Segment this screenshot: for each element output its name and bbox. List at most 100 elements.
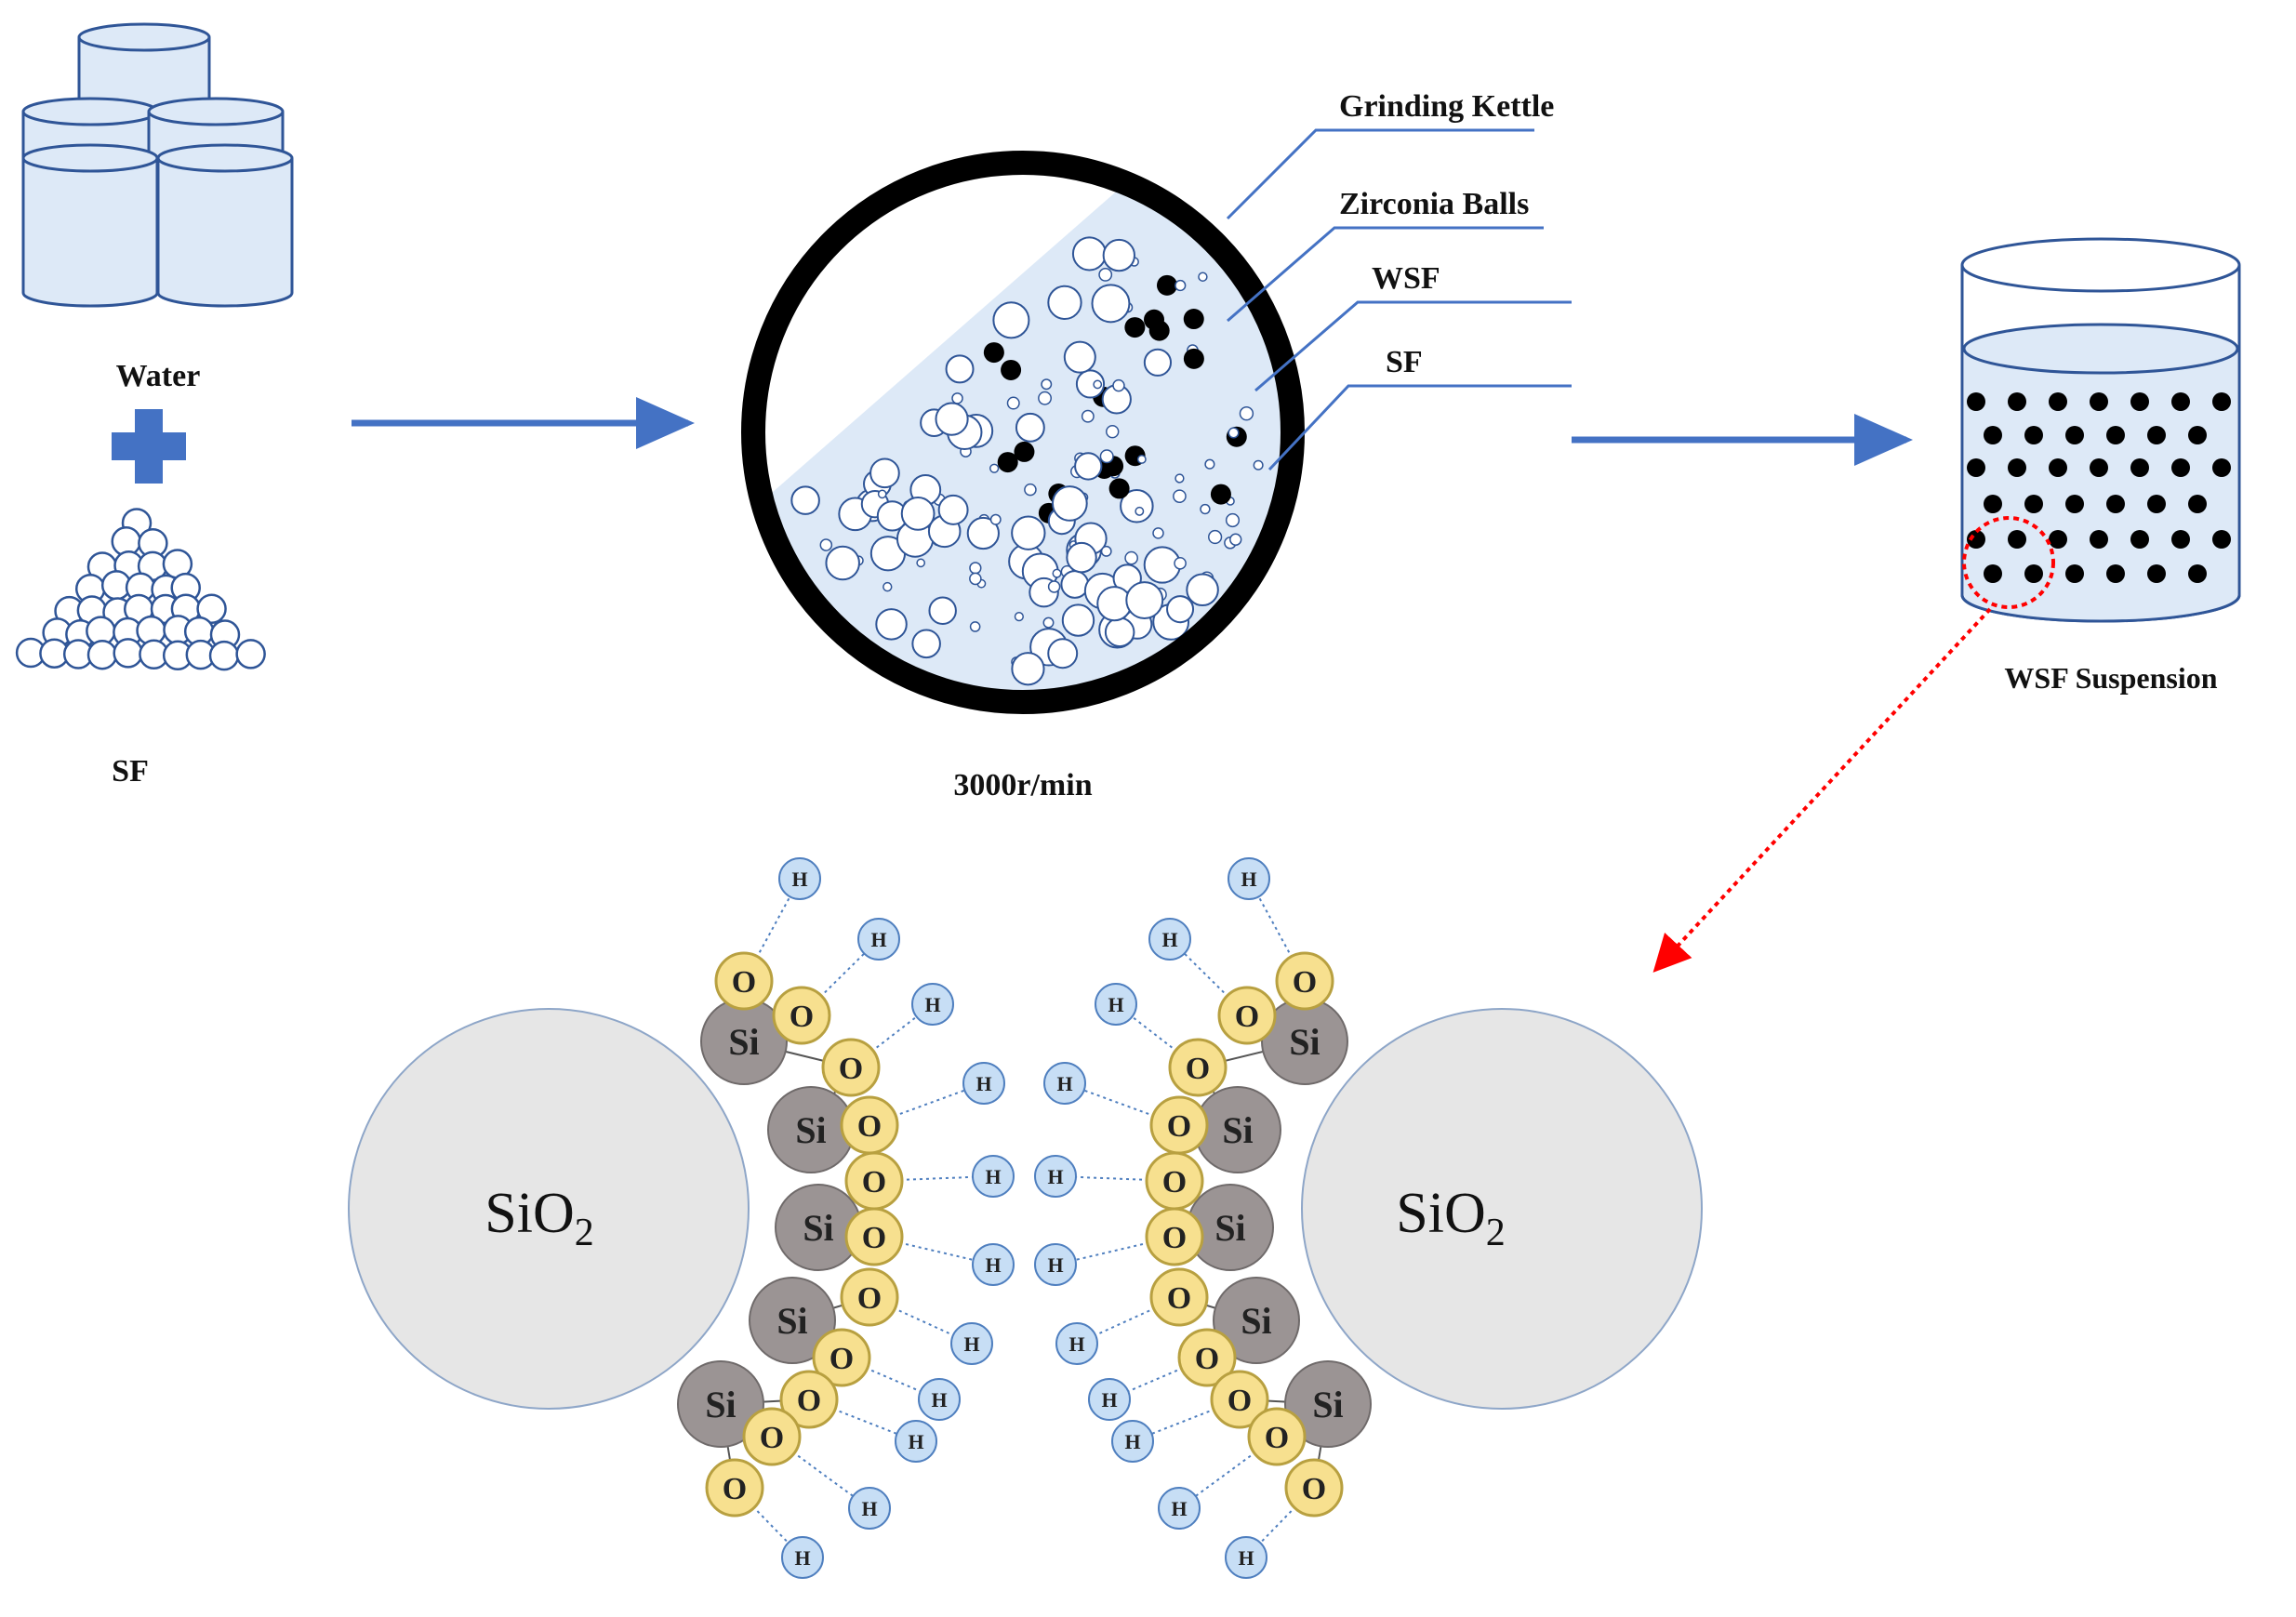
wsf-particle [951,392,963,404]
sio2-label-right: SiO2 [1396,1182,1505,1254]
wsf-particle [1106,424,1120,439]
wsf-dot [2171,458,2190,477]
wsf-suspension-label: WSF Suspension [2004,661,2217,695]
zirconia-ball [1124,317,1146,338]
wsf-dot [2090,530,2108,549]
sf-particle [1166,595,1195,624]
wsf-particle [1052,568,1062,578]
o-atom [1247,1407,1307,1466]
h-atom [895,1420,937,1463]
o-atom [1145,1207,1204,1266]
wsf-dot [2147,426,2166,444]
si-atom-label: Si [1312,1384,1343,1425]
grinding-kettle-label: Grinding Kettle [1339,89,1554,124]
o-atom-label: O [1235,1000,1259,1034]
sf-particle [966,516,1000,550]
hydrogen-bond [801,938,880,1016]
o-atom [714,951,774,1011]
sf-particle [1104,616,1135,648]
hydrogen-bond [841,1357,940,1400]
zirconia-ball [997,452,1018,473]
wsf-particle [1173,489,1187,504]
h-atom-label: H [1171,1497,1187,1520]
o-atom-label: O [1167,1109,1191,1144]
o-atom [821,1038,881,1097]
o-atom-label: O [857,1281,882,1316]
h-atom-label: H [931,1388,947,1412]
sf-particle [1061,603,1095,637]
h-atom-label: H [1241,868,1256,891]
h-atom-label: H [1101,1388,1117,1412]
o-atom [1284,1458,1344,1518]
h-atom [1034,1243,1077,1286]
si-atom [1284,1360,1372,1448]
o-atom-label: O [862,1165,886,1199]
o-atom [812,1328,871,1387]
h-atom-label: H [908,1430,923,1453]
wsf-particle [1047,580,1061,593]
wsf-particle [1208,529,1223,545]
o-atom-label: O [1162,1221,1187,1255]
si-atom [749,1277,836,1364]
sf-particle [945,354,975,384]
h-atom-label: H [870,928,886,951]
o-atom-label: O [760,1421,784,1455]
zirconia-ball [1001,359,1022,380]
sf-particle [1186,573,1219,607]
h-atom [1111,1420,1154,1463]
h-atom [778,857,821,900]
h-atom-label: H [924,993,940,1016]
zirconia-ball [1014,441,1035,462]
wsf-dot [2212,458,2231,477]
wsf-label: WSF [1372,261,1440,296]
sf-particle [1047,285,1082,321]
wsf-particle [1041,378,1053,391]
wsf-particle [989,463,1000,473]
sf-particle [1102,238,1135,272]
h-atom [857,918,900,961]
hydrogen-bond [1169,938,1248,1016]
sf-particle [1011,652,1045,686]
o-atom-label: O [1293,965,1317,1000]
si-atom-label: Si [728,1021,759,1063]
wsf-particle [1100,545,1112,557]
h-atom [962,1062,1005,1105]
o-atom-label: O [723,1472,747,1506]
o-atom [1275,951,1334,1011]
h-atom [1055,1322,1098,1365]
sf-particle [935,402,969,436]
wsf-dot [1984,564,2002,583]
sf-sphere [235,639,266,669]
h-atom-label: H [985,1253,1001,1277]
wsf-dot [2188,495,2207,513]
zirconia-ball [1156,274,1177,296]
wsf-dot [2130,458,2149,477]
h-atom [918,1378,961,1421]
o-atom [772,986,831,1045]
wsf-dot [2147,564,2166,583]
wsf-dot [2008,458,2026,477]
grinding-kettle-icon [741,151,1305,714]
wsf-particle [969,572,982,586]
wsf-dot [2188,426,2207,444]
zirconia-ball [1108,478,1130,499]
wsf-dot [2065,426,2084,444]
si-atom [677,1360,764,1448]
wsf-particle [969,621,981,632]
si-atom-label: Si [1222,1109,1253,1151]
sf-particle [992,301,1030,339]
si-atom-label: Si [1289,1021,1320,1063]
h-atom [1095,983,1137,1026]
wsf-dot [2106,426,2125,444]
o-atom-label: O [862,1221,886,1255]
wsf-dot [2065,495,2084,513]
sf-particle [1011,515,1046,550]
beaker-icon [1960,237,2241,623]
o-atom-label: O [839,1052,863,1086]
wsf-particle [1112,378,1125,392]
wsf-particle [1253,459,1264,471]
sf-particle [1091,284,1131,324]
wsf-particle [1042,616,1055,629]
o-atom [844,1207,904,1266]
sf-particle [1060,570,1090,599]
